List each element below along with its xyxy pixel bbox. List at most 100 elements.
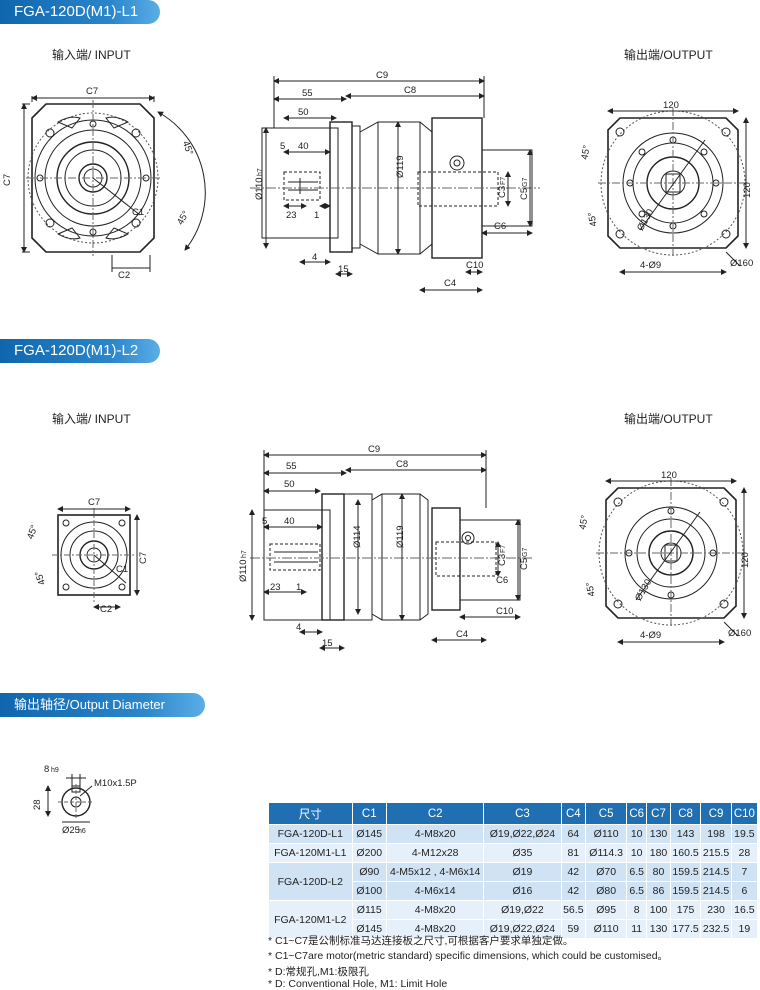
table-cell: Ø145	[351, 919, 388, 939]
table-cell: 8	[626, 900, 648, 920]
table-cell: 4-M5x12 , 4-M6x14	[386, 862, 485, 882]
l1-input-c1: C1	[132, 207, 144, 218]
dimension-labels: C7 C7 C1 C2 45° 45° C9 55 C8 50 5 40 23 …	[2, 70, 753, 836]
table-cell: Ø19	[483, 862, 562, 882]
table-cell: Ø200	[351, 843, 388, 863]
table-row: FGA-120D-L1 Ø145 4-M8x20 Ø19,Ø22,Ø24 64 …	[268, 824, 759, 844]
l2-output-45-b: 45°	[584, 581, 597, 597]
table-cell: 19	[730, 919, 759, 939]
l1-side-50: 50	[298, 107, 309, 118]
table-cell: 232.5	[700, 919, 732, 939]
l1-side-phi119: Ø119	[395, 155, 406, 178]
l1-side-c8: C8	[404, 85, 416, 96]
l1-side-40: 40	[298, 141, 309, 152]
l1-side-23: 23	[286, 210, 297, 221]
table-row: Ø100 4-M6x14 Ø16 42 Ø80 6.5 86 159.5 214…	[269, 881, 759, 901]
l2-side-40: 40	[284, 516, 295, 527]
l1-input-view	[21, 95, 206, 272]
table-cell: 7	[730, 862, 759, 882]
l1-side-c5-fit: G7	[522, 178, 529, 187]
table-cell: 214.5	[700, 881, 732, 901]
table-cell: 10	[626, 824, 648, 844]
header-c2: C2	[386, 802, 485, 825]
l2-side-55: 55	[286, 461, 297, 472]
model-cell: FGA-120M1-L2	[268, 900, 353, 939]
l2-output-phi160: Ø160	[728, 628, 751, 639]
l2-side-5: 5	[262, 516, 267, 527]
header-c7: C7	[646, 802, 671, 825]
l1-side-c10: C10	[466, 260, 483, 271]
l2-side-23: 23	[270, 582, 281, 593]
l2-input-c1: C1	[116, 564, 128, 575]
l1-side-5: 5	[280, 141, 285, 152]
table-cell: 130	[646, 919, 671, 939]
l2-side-c6: C6	[496, 575, 508, 586]
l2-output-120-right: 120	[740, 552, 751, 568]
section-title-l2: FGA-120D(M1)-L2	[0, 339, 160, 363]
header-c3: C3	[483, 802, 562, 825]
table-cell: 180	[646, 843, 671, 863]
l1-side-c6: C6	[494, 221, 506, 232]
l2-side-4: 4	[296, 622, 301, 633]
note-en-standard: * C1~C7are motor(metric standard) specif…	[268, 950, 669, 962]
output-label-l1: 输出端/OUTPUT	[624, 48, 713, 62]
table-cell: 177.5	[669, 919, 702, 939]
l1-output-holes: 4-Ø9	[640, 260, 661, 271]
table-cell: 159.5	[669, 862, 702, 882]
input-label-l1: 输入端/ INPUT	[52, 48, 131, 62]
table-cell: 130	[646, 824, 671, 844]
spec-table-header: 尺寸 C1 C2 C3 C4 C5 C6 C7 C8 C9 C10	[268, 802, 759, 825]
l1-input-c7-top: C7	[86, 86, 98, 97]
table-cell: Ø110	[585, 824, 628, 844]
table-cell: Ø115	[351, 900, 388, 920]
table-cell: 81	[560, 843, 587, 863]
shaft-height: 28	[32, 799, 43, 810]
note-cn-hole: * D:常规孔,M1:极限孔	[268, 966, 369, 978]
table-cell: Ø19,Ø22	[483, 900, 562, 920]
header-c5: C5	[585, 802, 628, 825]
l2-output-45-a: 45°	[577, 514, 590, 530]
table-cell: 159.5	[669, 881, 702, 901]
table-row: FGA-120M1-L1 Ø200 4-M12x28 Ø35 81 Ø114.3…	[268, 843, 759, 863]
model-cell: FGA-120D-L2	[268, 862, 353, 901]
l2-side-c5-fit: G7	[522, 548, 529, 557]
l2-side-view	[249, 450, 534, 651]
l2-output-view	[596, 478, 747, 645]
table-cell: 86	[646, 881, 671, 901]
l1-side-55: 55	[302, 88, 313, 99]
shaft-detail	[45, 774, 94, 823]
header-c9: C9	[700, 802, 732, 825]
l2-side-phi110-fit: h7	[241, 550, 248, 558]
table-cell: 11	[626, 919, 648, 939]
l2-side-15: 15	[322, 638, 333, 649]
table-cell: 198	[700, 824, 732, 844]
l2-input-view	[52, 506, 140, 610]
l1-side-c3-fit: F7	[500, 177, 507, 185]
table-cell: 4-M8x20	[386, 824, 485, 844]
l1-output-120-top: 120	[663, 100, 679, 111]
l2-input-45-b: 45°	[33, 569, 48, 586]
table-cell: Ø95	[585, 900, 628, 920]
table-cell: 59	[560, 919, 587, 939]
l2-input-45-a: 45°	[25, 523, 40, 540]
table-cell: Ø80	[585, 881, 628, 901]
l1-input-c7-left: C7	[2, 174, 13, 186]
shaft-key-fit: h9	[51, 767, 59, 774]
table-cell: Ø145	[351, 824, 388, 844]
l1-side-4: 4	[312, 252, 317, 263]
table-cell: 4-M6x14	[386, 881, 485, 901]
l2-input-c2: C2	[100, 604, 112, 615]
table-cell: 160.5	[669, 843, 702, 863]
shaft-key-width: 8	[44, 764, 49, 775]
table-cell: 6	[730, 881, 759, 901]
table-cell: 6.5	[626, 881, 648, 901]
l1-output-phi160: Ø160	[730, 258, 753, 269]
l2-side-phi114: Ø114	[352, 525, 363, 548]
section-title-output-diameter: 输出轴径/Output Diameter	[0, 693, 205, 717]
model-cell: FGA-120M1-L1	[268, 843, 353, 863]
l1-side-c4: C4	[444, 278, 456, 289]
l1-side-phi110: Ø110	[254, 177, 265, 200]
header-c4: C4	[560, 802, 587, 825]
l2-side-c10: C10	[496, 606, 513, 617]
